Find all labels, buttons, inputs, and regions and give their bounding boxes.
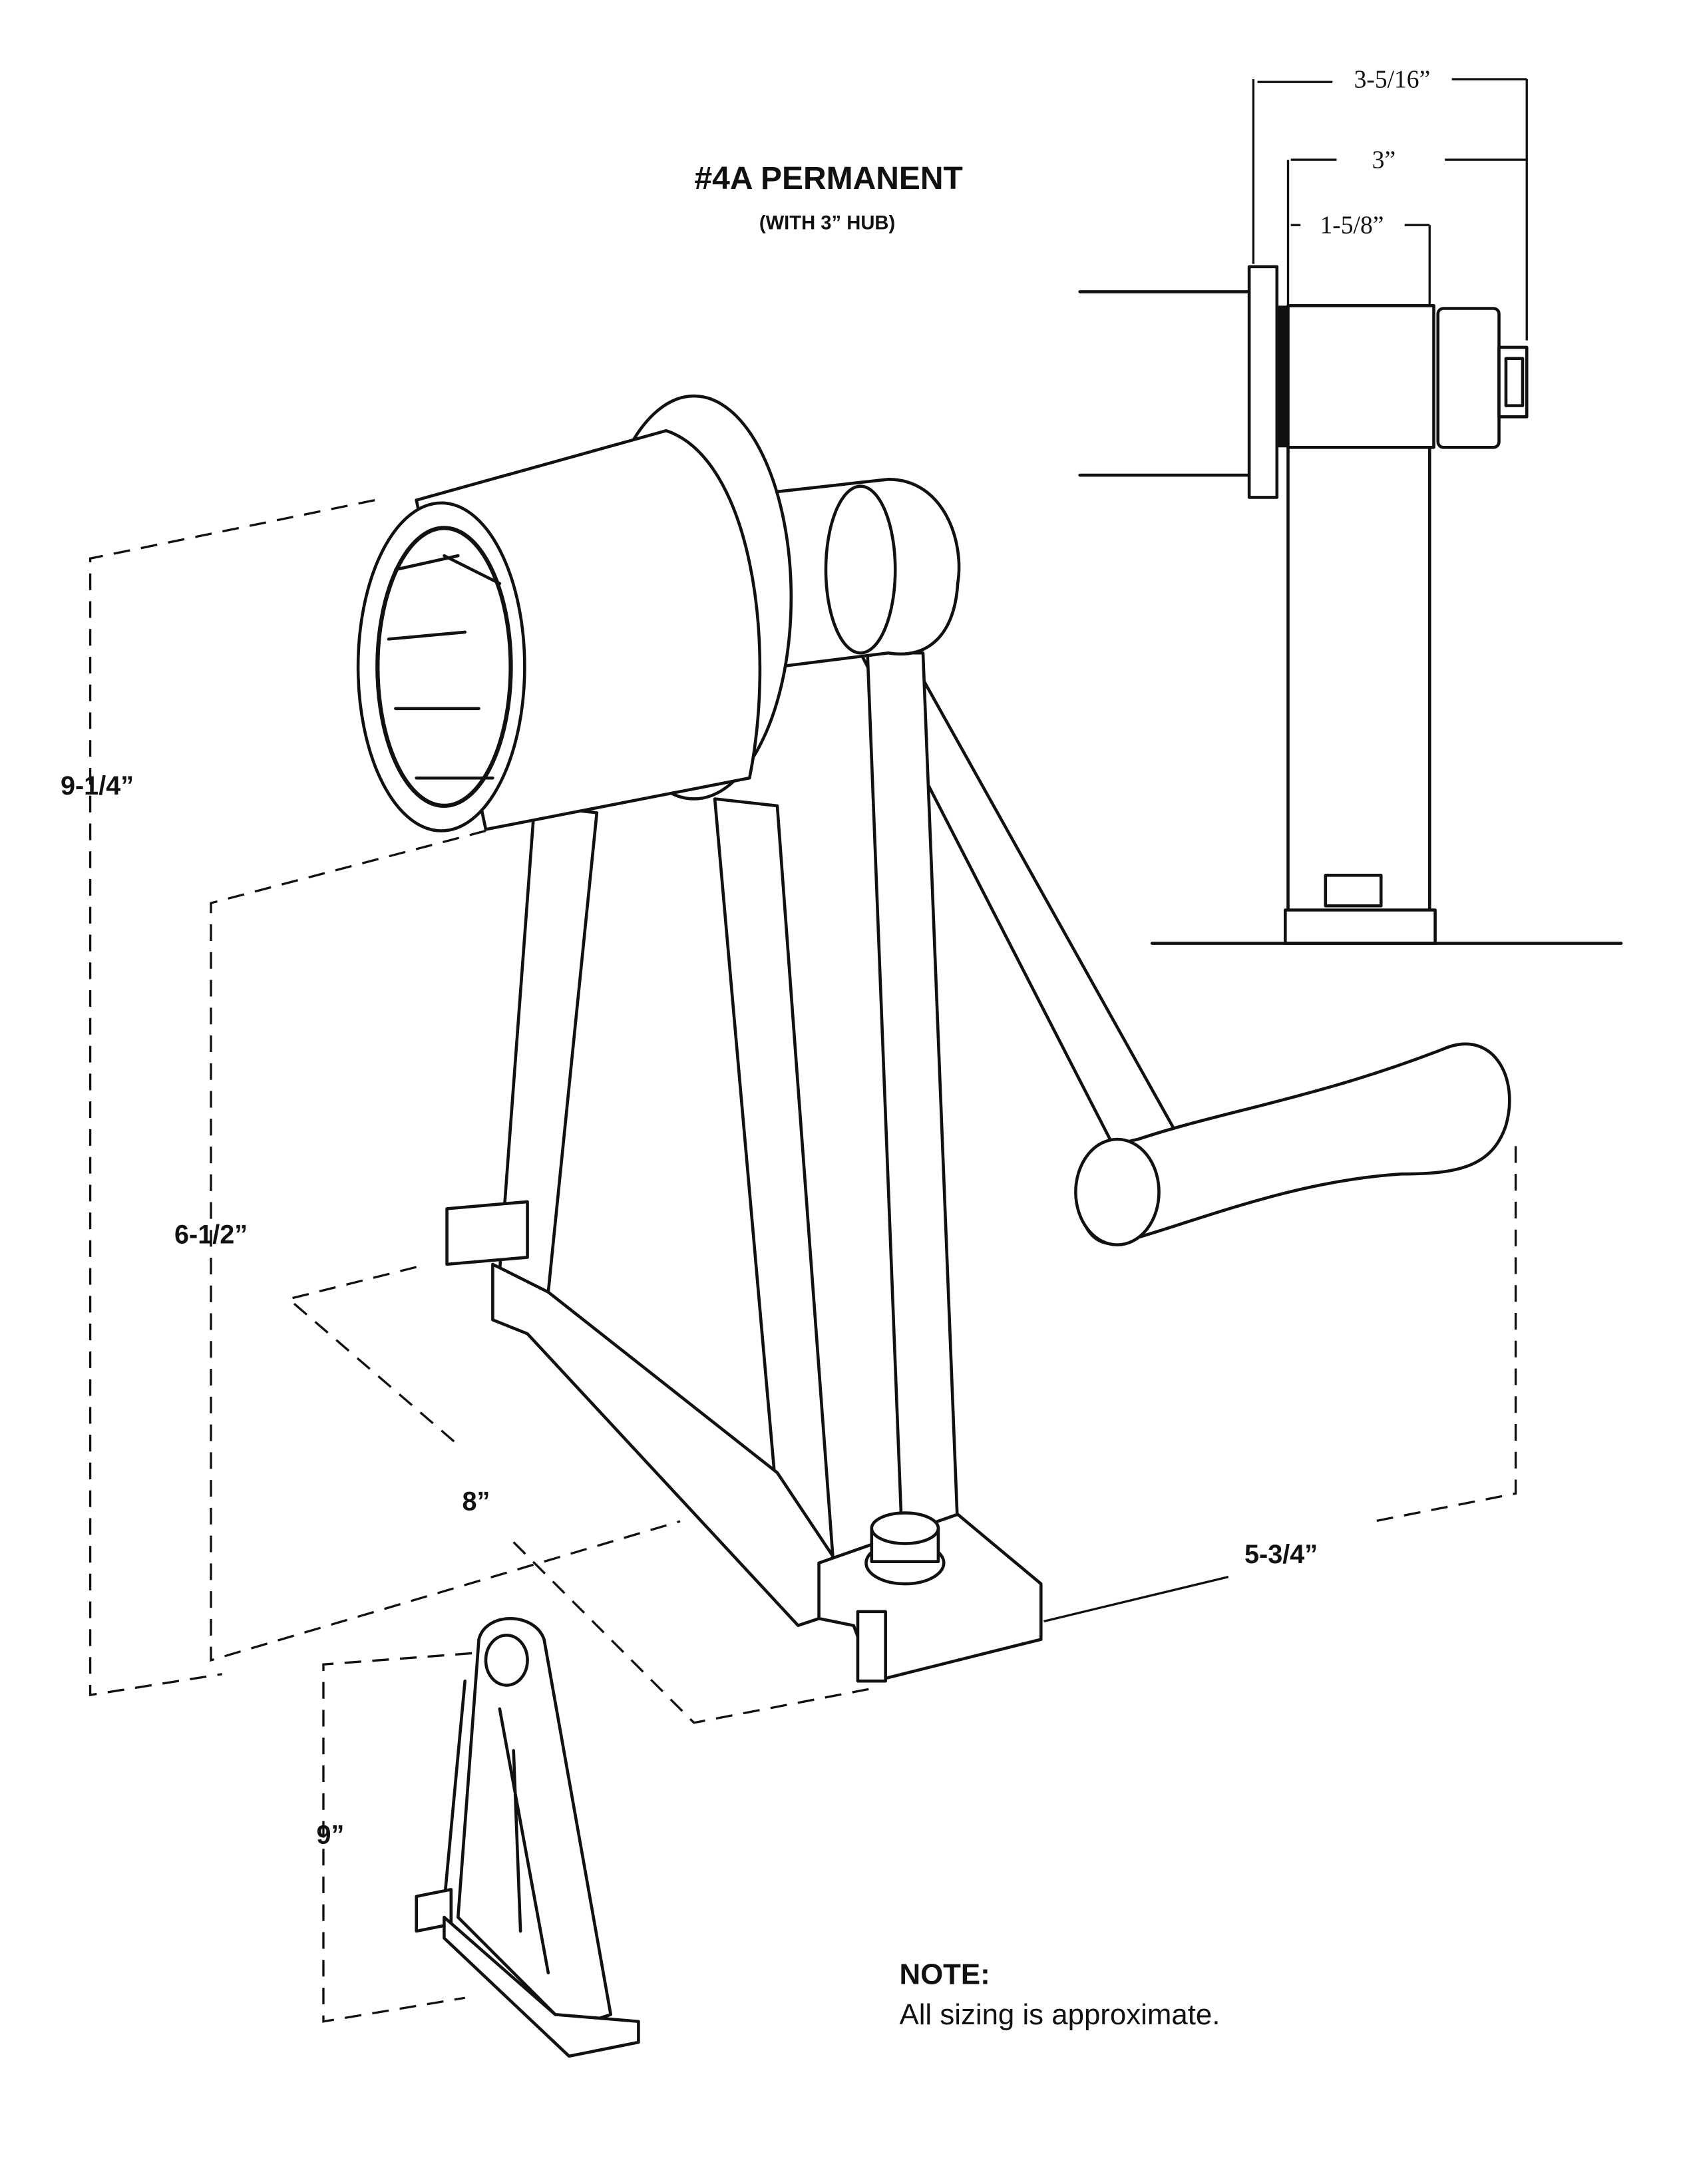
- note-heading: NOTE:: [900, 1958, 990, 1990]
- dimension-base-length: 8”: [462, 1487, 490, 1516]
- dimension-base-width: 5-3/4”: [1244, 1540, 1318, 1569]
- note-text: All sizing is approximate.: [900, 1998, 1220, 2031]
- dimension-total-height: 9-1/4”: [61, 771, 134, 801]
- dimension-hub: 3”: [1372, 147, 1396, 174]
- main-dimension-lines: 9-1/4” 6-1/2” 8” 5-3/4”: [61, 498, 1517, 1724]
- side-view: 3-5/16” 3” 1-5/8”: [1078, 67, 1623, 945]
- dimension-inner: 1-5/8”: [1320, 212, 1384, 240]
- dimension-stand-height: 9”: [316, 1820, 344, 1849]
- diagram-subtitle: (WITH 3” HUB): [759, 212, 895, 234]
- winch-illustration: [356, 394, 1511, 1683]
- diagram-title: #4A PERMANENT: [694, 161, 962, 196]
- stand-illustration: 9”: [316, 1617, 640, 2058]
- dimension-overall: 3-5/16”: [1354, 67, 1431, 94]
- dimension-hub-height: 6-1/2”: [174, 1220, 248, 1250]
